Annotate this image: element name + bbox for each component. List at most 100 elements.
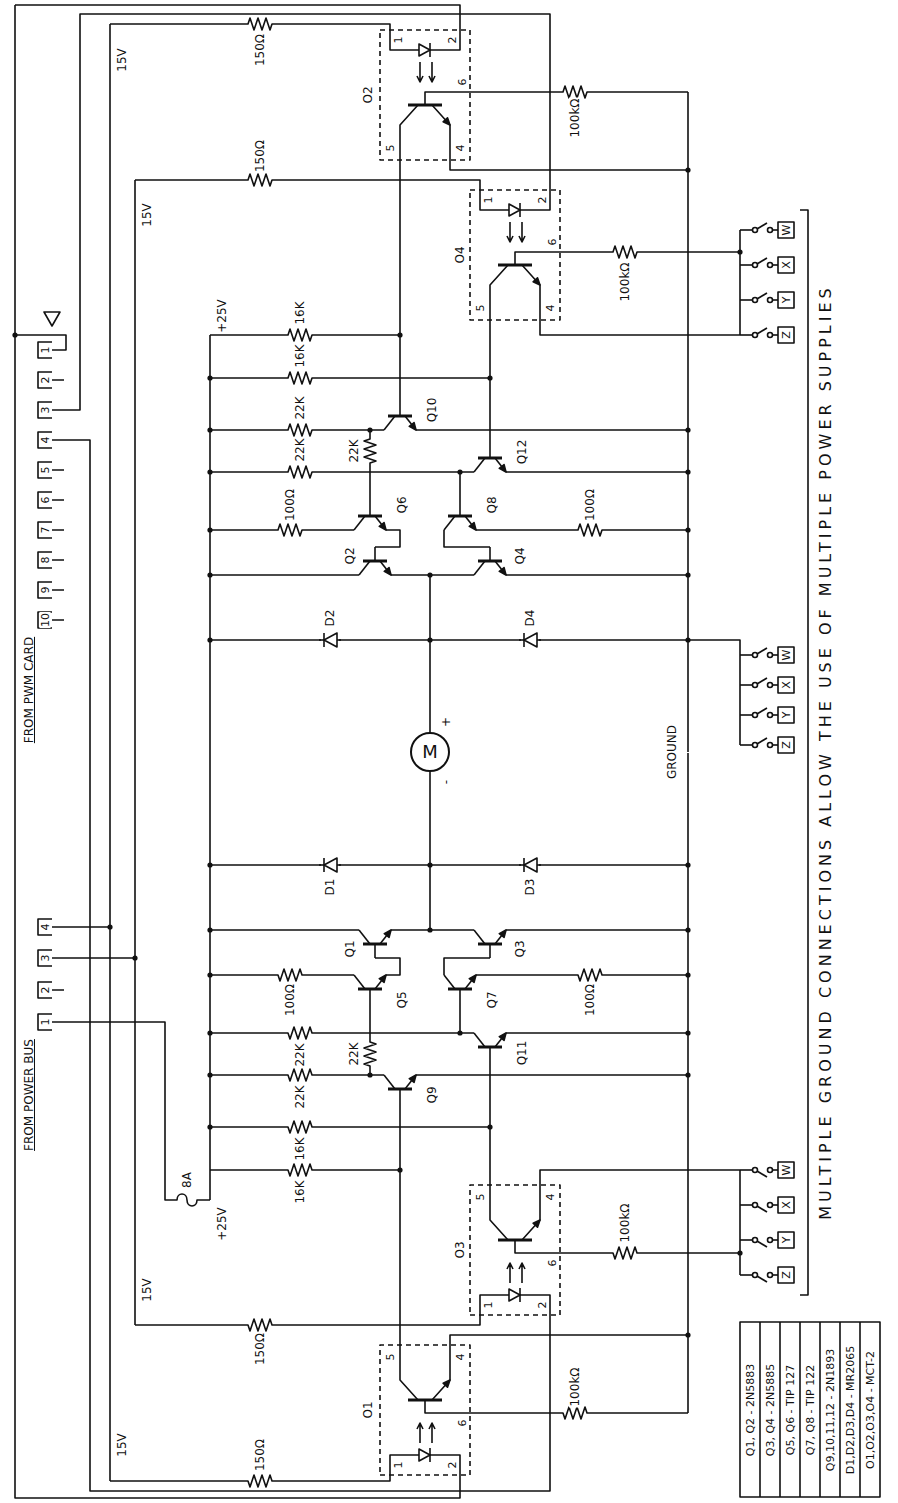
- component-label: 15V: [141, 1277, 153, 1302]
- component-label: Q6: [396, 495, 408, 514]
- pin-number: 2: [40, 376, 51, 385]
- transistor-symbol: [444, 502, 476, 530]
- resistor-symbol: [363, 435, 377, 467]
- pin-number: 6: [457, 1419, 468, 1428]
- component-label: 100Ω: [584, 983, 596, 1017]
- resistor-symbol: [284, 328, 316, 342]
- component-label: 150Ω: [254, 139, 266, 173]
- parts-table-cell: D1,D2,D3,D4 - MR2065: [845, 1345, 856, 1475]
- pin-number: 4: [40, 436, 51, 445]
- pin-number: 4: [455, 1353, 466, 1362]
- resistor-symbol: [244, 173, 276, 187]
- pin-number: 6: [457, 78, 468, 87]
- component-label: 22K: [348, 438, 360, 463]
- connector-pin: [38, 919, 52, 935]
- pin-number: W: [781, 224, 792, 237]
- junction-dot: [427, 572, 432, 577]
- component-label: Q3: [514, 939, 526, 958]
- pin-number: 1: [40, 346, 51, 355]
- pin-number: 2: [40, 986, 51, 995]
- transistor-symbol: [474, 547, 506, 575]
- wire: [15, 5, 808, 1498]
- pin-number: 4: [545, 304, 556, 313]
- pin-number: 2: [447, 1461, 458, 1470]
- connector-pin: [38, 372, 52, 388]
- component-label: +25V: [216, 298, 228, 334]
- component-label: 22K: [294, 1084, 306, 1109]
- ground-switch: [740, 707, 794, 723]
- component-label: 15V: [116, 47, 128, 72]
- resistor-symbol: [284, 465, 316, 479]
- pin-number: X: [781, 1200, 792, 1210]
- pin-number: 6: [547, 1259, 558, 1268]
- junction-dot: [427, 637, 432, 642]
- connector-pin: [38, 522, 52, 538]
- connector-pin: [38, 402, 52, 418]
- component-label: D2: [324, 609, 336, 628]
- pin-number: 1: [393, 36, 404, 45]
- component-label: Q9: [426, 1085, 438, 1104]
- parts-table-cell: Q5, Q6 - TIP 127: [785, 1364, 796, 1456]
- pin-number: 3: [40, 406, 51, 415]
- connector-pin: [38, 612, 52, 628]
- pin-number: X: [781, 680, 792, 690]
- ground-switch: [740, 292, 794, 308]
- component-label: 100kΩ: [619, 261, 631, 302]
- resistor-symbol: [574, 523, 606, 537]
- component-label: 22K: [294, 437, 306, 462]
- component-label: GROUND: [666, 724, 678, 780]
- pin-number: Y: [781, 711, 792, 720]
- connector-pin: [38, 342, 52, 358]
- component-label: D3: [524, 878, 536, 897]
- component-label: 100Ω: [584, 488, 596, 522]
- component-label: 16K: [294, 300, 306, 325]
- parts-table: [740, 1322, 880, 1497]
- junction-dot: [685, 427, 690, 432]
- component-label: Q1: [344, 939, 356, 958]
- pin-number: 5: [475, 304, 486, 313]
- ground-switch: [740, 647, 794, 663]
- pin-number: 1: [483, 196, 494, 205]
- pin-number: 2: [537, 196, 548, 205]
- junction-dot: [107, 924, 112, 929]
- pin-number: 1: [393, 1461, 404, 1470]
- component-label: +25V: [216, 1206, 228, 1242]
- resistor-symbol: [244, 17, 276, 31]
- component-label: D4: [524, 609, 536, 628]
- junction-dot: [685, 527, 690, 532]
- connector-pin: [38, 950, 52, 966]
- junction-dot: [457, 469, 462, 474]
- fuse-symbol: [175, 1193, 199, 1207]
- transistor-symbol: [384, 402, 416, 430]
- component-label: 8A: [181, 1171, 193, 1189]
- ground-switch: [740, 257, 794, 273]
- ground-switch: [740, 327, 794, 343]
- ground-switch: [740, 222, 794, 238]
- optocoupler: [380, 30, 470, 160]
- component-label: O2: [362, 85, 374, 104]
- junction-dot: [685, 167, 690, 172]
- pin-number: 5: [385, 144, 396, 153]
- pin-number: Z: [781, 1270, 792, 1280]
- component-label: Q11: [516, 1040, 528, 1067]
- pin-number: 6: [547, 238, 558, 247]
- ground-switch: [740, 737, 794, 753]
- component-label: 150Ω: [254, 33, 266, 67]
- pin-number: 1: [40, 1018, 51, 1027]
- component-label: 15V: [141, 202, 153, 227]
- component-label: +: [440, 716, 452, 728]
- junction-dot: [367, 427, 372, 432]
- component-label: 100kΩ: [569, 1366, 581, 1407]
- connector-pin: [38, 492, 52, 508]
- pin-number: 2: [447, 36, 458, 45]
- component-label: Q7: [486, 990, 498, 1009]
- pin-number: 9: [40, 586, 51, 595]
- resistor-symbol: [284, 423, 316, 437]
- lower-half: [110, 753, 794, 1488]
- pin-number: 4: [545, 1193, 556, 1202]
- resistor-symbol: [609, 245, 641, 259]
- diode-symbol: [319, 631, 341, 649]
- pin-number: 5: [40, 466, 51, 475]
- connector-heading: FROM POWER BUS: [23, 1038, 35, 1152]
- component-label: 16K: [294, 343, 306, 368]
